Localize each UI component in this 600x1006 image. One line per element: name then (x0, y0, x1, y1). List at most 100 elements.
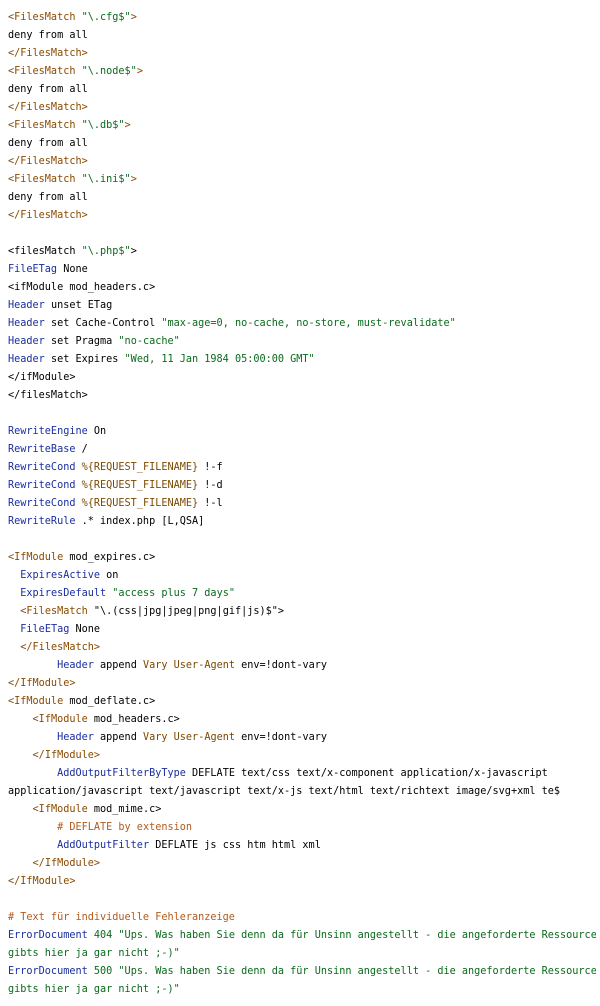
tag-token: </IfModule> (32, 750, 101, 761)
code-line: Header set Expires "Wed, 11 Jan 1984 05:… (8, 351, 596, 369)
text-token (8, 714, 33, 725)
code-line: AddOutputFilter DEFLATE js css htm html … (8, 837, 596, 855)
variable-token: %{REQUEST_FILENAME} (81, 480, 199, 491)
directive-token: Header (8, 300, 45, 311)
string-token: "Ups. Was haben Sie denn da für Unsinn a… (118, 930, 596, 941)
code-line: ErrorDocument 500 "Ups. Was haben Sie de… (8, 963, 596, 981)
code-line: RewriteBase / (8, 441, 596, 459)
code-line: </IfModule> (8, 747, 596, 765)
directive-token: Header (57, 732, 94, 743)
text-token (8, 858, 33, 869)
code-line: RewriteCond %{REQUEST_FILENAME} !-l (8, 495, 596, 513)
tag-token: > (124, 120, 131, 131)
string-token: "max-age=0, no-cache, no-store, must-rev… (161, 318, 456, 329)
text-token (8, 588, 20, 599)
code-line: # Text für individuelle Fehleranzeige (8, 909, 596, 927)
code-line: <FilesMatch "\.(css|jpg|jpeg|png|gif|js)… (8, 603, 596, 621)
text-token: mod_headers.c> (87, 714, 180, 725)
text-token: </filesMatch> (8, 390, 88, 401)
string-token: "access plus 7 days" (112, 588, 235, 599)
code-line: # DEFLATE by extension (8, 819, 596, 837)
text-token: "\.(css|jpg|jpeg|png|gif|js)$"> (93, 606, 285, 617)
code-line: RewriteCond %{REQUEST_FILENAME} !-d (8, 477, 596, 495)
directive-token: RewriteCond (8, 498, 76, 509)
variable-token: Vary (142, 732, 168, 743)
code-line: ErrorDocument 404 "Ups. Was haben Sie de… (8, 927, 596, 945)
code-line: ExpiresActive on (8, 567, 596, 585)
text-token: DEFLATE js css htm html xml (149, 840, 321, 851)
directive-token: RewriteCond (8, 462, 76, 473)
tag-token: <FilesMatch (20, 606, 94, 617)
text-token (8, 732, 57, 743)
text-token (8, 822, 57, 833)
code-line: <ifModule mod_headers.c> (8, 279, 596, 297)
directive-token: RewriteBase (8, 444, 76, 455)
number-token: 500 (93, 966, 113, 977)
directive-token: RewriteCond (8, 480, 76, 491)
code-line: Header set Pragma "no-cache" (8, 333, 596, 351)
code-line: <IfModule mod_mime.c> (8, 801, 596, 819)
string-token: gibts hier ja gar nicht ;-)" (8, 948, 180, 959)
directive-token: Header (57, 660, 94, 671)
code-line: <filesMatch "\.php$"> (8, 243, 596, 261)
code-line: RewriteEngine On (8, 423, 596, 441)
directive-token: ErrorDocument (8, 966, 88, 977)
htaccess-code-block: <FilesMatch "\.cfg$"> deny from all </File… (8, 9, 596, 999)
text-token: deny from all (8, 30, 88, 41)
text-token: </ifModule> (8, 372, 76, 383)
code-line: <FilesMatch "\.cfg$"> (8, 9, 596, 27)
text-token: append (93, 660, 143, 671)
code-line: RewriteRule .* index.php [L,QSA] (8, 513, 596, 531)
number-token: 404 (93, 930, 113, 941)
tag-token: </FilesMatch> (20, 642, 101, 653)
code-line: <IfModule mod_expires.c> (8, 549, 596, 567)
directive-token: Header (8, 336, 45, 347)
string-token: "Ups. Was haben Sie denn da für Unsinn a… (118, 966, 596, 977)
code-line: deny from all (8, 27, 596, 45)
tag-token: </FilesMatch> (8, 156, 88, 167)
string-token: "\.db$" (81, 120, 125, 131)
string-token: gibts hier ja gar nicht ;-)" (8, 984, 180, 995)
string-token: "\.ini$" (81, 174, 131, 185)
directive-token: FileETag (8, 264, 58, 275)
text-token: None (69, 624, 101, 635)
text-token: DEFLATE text/css text/x-component applic… (185, 768, 548, 779)
text-token: env=!dont-vary (235, 732, 328, 743)
text-token: deny from all (8, 192, 88, 203)
tag-token: <FilesMatch (8, 174, 82, 185)
text-token (8, 570, 20, 581)
variable-token: User-Agent (173, 660, 235, 671)
tag-token: <FilesMatch (8, 66, 82, 77)
text-token: !-d (198, 480, 223, 491)
tag-token: </FilesMatch> (8, 210, 88, 221)
text-token: application/javascript text/javascript t… (8, 786, 561, 797)
code-line: </FilesMatch> (8, 639, 596, 657)
code-line: </IfModule> (8, 873, 596, 891)
tag-token: > (136, 66, 143, 77)
tag-token: </FilesMatch> (8, 48, 88, 59)
text-token: deny from all (8, 138, 88, 149)
text-token: > (130, 246, 137, 257)
tag-token: </IfModule> (32, 858, 101, 869)
tag-token: > (130, 174, 137, 185)
directive-token: ErrorDocument (8, 930, 88, 941)
directive-token: RewriteRule (8, 516, 76, 527)
tag-token: <IfModule (32, 804, 88, 815)
text-token: set Cache-Control (44, 318, 162, 329)
variable-token: Vary (142, 660, 168, 671)
comment-token: # DEFLATE by extension (57, 822, 193, 833)
tag-token: <IfModule (8, 552, 64, 563)
string-token: "\.php$" (81, 246, 131, 257)
code-line: ExpiresDefault "access plus 7 days" (8, 585, 596, 603)
text-token: deny from all (8, 84, 88, 95)
code-line: <FilesMatch "\.ini$"> (8, 171, 596, 189)
code-line: gibts hier ja gar nicht ;-)" (8, 981, 596, 999)
blank-line (8, 405, 596, 423)
tag-token: <FilesMatch (8, 120, 82, 131)
code-line: deny from all (8, 135, 596, 153)
code-line: </FilesMatch> (8, 153, 596, 171)
text-token: unset ETag (44, 300, 113, 311)
text-token: On (87, 426, 107, 437)
code-line: </ifModule> (8, 369, 596, 387)
text-token: on (100, 570, 119, 581)
